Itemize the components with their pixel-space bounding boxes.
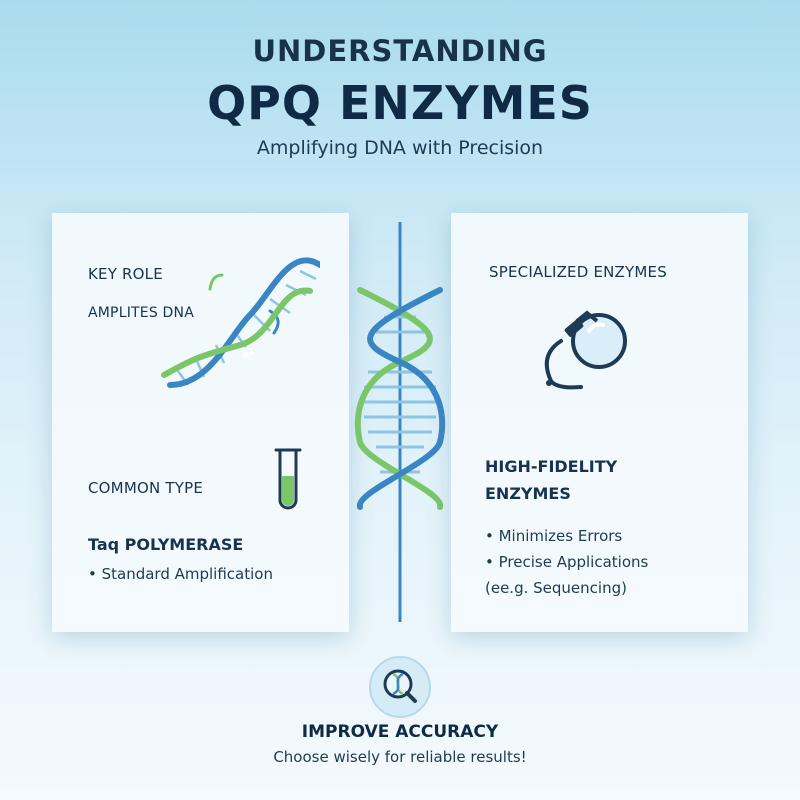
high-fidelity-line2: ENZYMES (485, 484, 571, 503)
enzyme-name: Taq POLYMERASE (88, 535, 244, 554)
key-role-value: AMPLITES DNA (88, 305, 194, 321)
dna-magnifier-icon (369, 656, 431, 718)
right-bullet-2: • Precise Applications (485, 553, 649, 571)
page-subtitle: Amplifying DNA with Precision (256, 137, 544, 159)
footer-subtitle: Choose wisely for reliable results! (273, 748, 527, 766)
test-tube-icon (274, 448, 302, 510)
dna-helix-icon (161, 257, 320, 415)
high-fidelity-line1: HIGH-FIDELITY (485, 457, 618, 476)
page-title-line2: QPQ ENZYMES (207, 76, 593, 130)
key-role-label: KEY ROLE (88, 265, 163, 283)
common-type-label: COMMON TYPE (88, 479, 204, 497)
specialized-heading: SPECIALIZED ENZYMES (489, 263, 667, 281)
magnifying-glass-icon (544, 310, 627, 390)
right-note: (ee.g. Sequencing) (485, 579, 627, 597)
footer-title: IMPROVE ACCURACY (301, 722, 499, 742)
page-title-line1: UNDERSTANDING (252, 34, 548, 68)
center-dna-helix (354, 222, 446, 622)
left-bullet-1: • Standard Amplification (88, 565, 273, 583)
left-info-panel: KEY ROLE AMPLITES DNA COMMO (52, 213, 349, 632)
right-bullet-1: • Minimizes Errors (485, 527, 623, 545)
right-info-panel: SPECIALIZED ENZYMES HIGH-FIDELITY ENZYME… (451, 213, 748, 632)
